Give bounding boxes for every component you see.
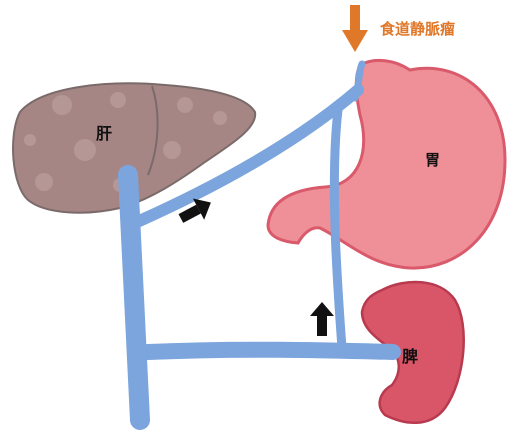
stomach-label: 胃 (425, 151, 440, 169)
varices-label: 食道静脈瘤 (380, 20, 455, 38)
varices-arrow (342, 5, 368, 52)
liver-label: 肝 (96, 124, 112, 143)
portal-vein (128, 175, 140, 420)
splenic-vein (148, 350, 393, 352)
stomach-shape (268, 60, 505, 268)
spleen-label: 脾 (402, 347, 418, 366)
stomach (268, 60, 505, 268)
flow-arrow-collateral (310, 302, 334, 336)
